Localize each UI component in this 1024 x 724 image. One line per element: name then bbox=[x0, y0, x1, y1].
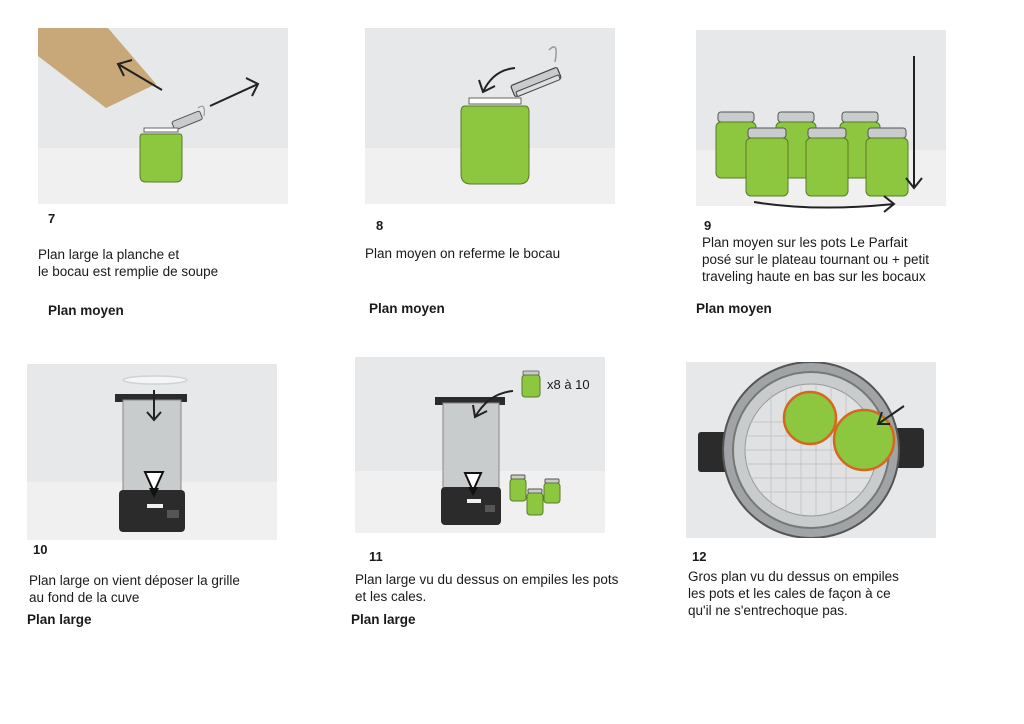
jar-count-label: x8 à 10 bbox=[547, 377, 590, 392]
panel-11-description: Plan large vu du dessus on empiles les p… bbox=[355, 572, 619, 604]
jar-group bbox=[715, 111, 909, 197]
panel-8-shot-type: Plan moyen bbox=[369, 301, 445, 316]
panel-8-image bbox=[365, 28, 615, 204]
arrow-down-icon bbox=[905, 56, 923, 190]
jar-lid-closing bbox=[510, 46, 562, 97]
panel-12-description: Gros plan vu du dessus on empiles les po… bbox=[688, 569, 899, 618]
spout-icon bbox=[143, 471, 165, 498]
boiler-pot bbox=[435, 397, 505, 525]
arrow-curved-down-icon bbox=[472, 390, 514, 419]
arrow-up-right-icon bbox=[209, 77, 260, 107]
soup-jar bbox=[139, 127, 183, 183]
panel-10-number: 10 bbox=[33, 542, 48, 557]
panel-11-number: 11 bbox=[369, 549, 383, 564]
panel-10-shot-type: Plan large bbox=[27, 612, 92, 627]
panel-10-image bbox=[27, 364, 277, 540]
cutting-board bbox=[38, 28, 156, 108]
panel-9-description: Plan moyen sur les pots Le Parfait posé … bbox=[702, 235, 930, 284]
panel-9-image bbox=[696, 30, 946, 213]
panel-7-image bbox=[38, 28, 288, 204]
panel-11-shot-type: Plan large bbox=[351, 612, 416, 627]
panel-11-image bbox=[355, 357, 605, 533]
small-jar-group bbox=[509, 474, 561, 516]
arrow-up-left-icon bbox=[116, 59, 163, 91]
pot-handles bbox=[698, 428, 924, 472]
spout-icon bbox=[463, 472, 483, 496]
panel-7-description: Plan large la planche et le bocau est re… bbox=[38, 247, 219, 279]
panel-9-number: 9 bbox=[704, 218, 712, 233]
boiler-pot bbox=[115, 394, 187, 532]
arrow-down-icon bbox=[146, 390, 162, 422]
panel-12-number: 12 bbox=[692, 549, 707, 564]
panel-10-description: Plan large on vient déposer la grille au… bbox=[29, 573, 240, 605]
jar-icon bbox=[521, 370, 541, 398]
grille bbox=[122, 375, 188, 385]
panel-12-image bbox=[686, 362, 936, 538]
panel-8-description: Plan moyen on referme le bocau bbox=[365, 246, 561, 261]
arrow-curved-right-icon bbox=[753, 195, 896, 213]
panel-7-number: 7 bbox=[48, 211, 56, 226]
panel-8-number: 8 bbox=[376, 218, 384, 233]
arrow-down-left-icon bbox=[876, 405, 905, 425]
panel-9-shot-type: Plan moyen bbox=[696, 301, 772, 316]
jar-lid-open bbox=[171, 105, 205, 131]
soup-jar bbox=[460, 97, 530, 185]
arrow-curved-down-icon bbox=[478, 67, 516, 94]
panel-7-shot-type: Plan moyen bbox=[48, 303, 124, 318]
